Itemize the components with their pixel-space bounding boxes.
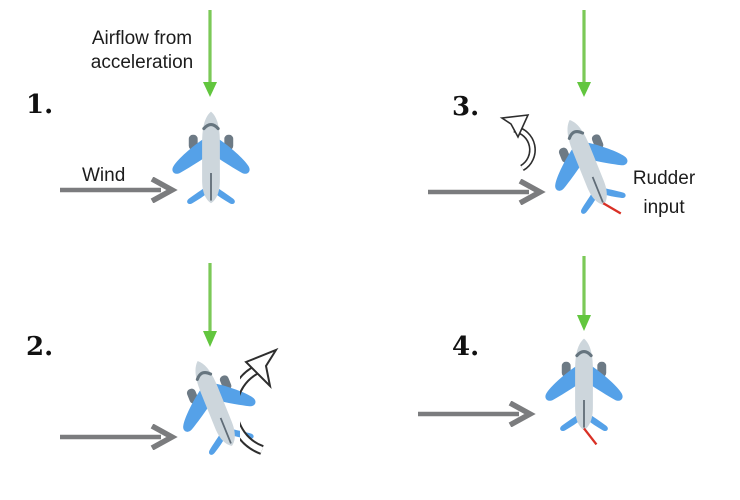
rudder-input-label: Rudder input (608, 164, 720, 222)
rudder-label-line2: input (643, 197, 685, 218)
wind-arrow-icon (428, 179, 546, 205)
airflow-label-line2: acceleration (90, 52, 194, 73)
airplane-icon (544, 336, 624, 448)
panel-2-number: 2. (26, 332, 54, 362)
wind-arrow-icon (60, 177, 178, 203)
wind-label: Wind (82, 165, 126, 186)
airflow-label-line1: Airflow from (91, 28, 193, 49)
wind-arrow-icon (60, 424, 178, 450)
airflow-arrow-icon (577, 10, 591, 97)
airflow-label: Airflow from acceleration (72, 27, 212, 75)
rotation-arrow-small-icon (499, 114, 536, 172)
airplane-icon (171, 109, 251, 221)
airflow-arrow-icon (203, 10, 217, 97)
airflow-arrow-icon (577, 256, 591, 331)
rudder-deflection-line (602, 202, 622, 215)
airflow-arrow-icon (203, 263, 217, 347)
panel-1-number: 1. (26, 90, 54, 120)
panel-3-number: 3. (452, 92, 480, 122)
panel-4-number: 4. (452, 332, 480, 362)
airplane-icon (532, 103, 648, 237)
wind-arrow-icon (418, 401, 536, 427)
rudder-deflection-line (583, 427, 598, 446)
rudder-label-line1: Rudder (632, 168, 696, 189)
rotation-arrow-large-icon (240, 347, 279, 455)
